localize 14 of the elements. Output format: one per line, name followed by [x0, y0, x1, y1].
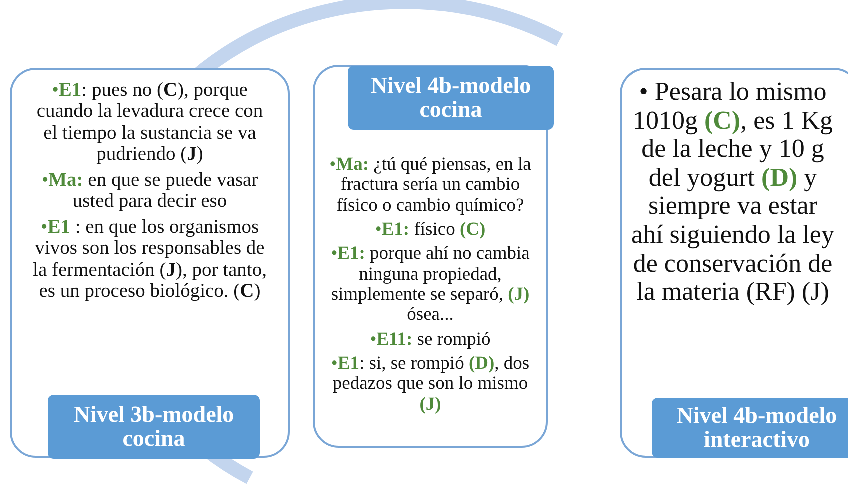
- text-panel: [620, 68, 848, 458]
- dialogue-line: •E1: físico (C): [374, 220, 487, 240]
- dialogue-line: •Ma: en que se puede vasar usted para decir eso: [40, 170, 260, 213]
- level-heading-badge: Nivel 4b-modelo interactivo: [652, 398, 848, 458]
- level-heading-badge: Nivel 3b-modelo cocina: [48, 395, 260, 459]
- text-panel: [10, 68, 290, 458]
- dialogue-line: •E1 : en que los organismos vivos son los responsables de la fermentación (J), por tanto, es un proceso biológico. (C): [32, 216, 268, 302]
- dialogue-line: •E1: si, se rompió (D), dos pedazos que son lo mismo (J): [330, 354, 531, 416]
- dialogue-line: •E1: pues no (C), porque cuando la levadura crece con el tiempo la sustancia se va pudriendo (J): [36, 80, 264, 166]
- dialogue-line: •Ma: ¿tú qué piensas, en la fractura sería un cambio físico o cambio químico?: [328, 155, 532, 216]
- dialogue-line: •E11: se rompió: [369, 330, 492, 350]
- level-heading-badge: Nivel 4b-modelo cocina: [348, 66, 554, 130]
- dialogue-line: •E1: porque ahí no cambia ninguna propiedad, simplemente se separó, (J) ósea...: [330, 244, 531, 326]
- dialogue-line: • Pesara lo mismo 1010g (C), es 1 Kg de la leche y 10 g del yogurt (D) y siempre va estar ahí siguiendo la ley de conservación de la materia (RF) (J): [630, 78, 836, 307]
